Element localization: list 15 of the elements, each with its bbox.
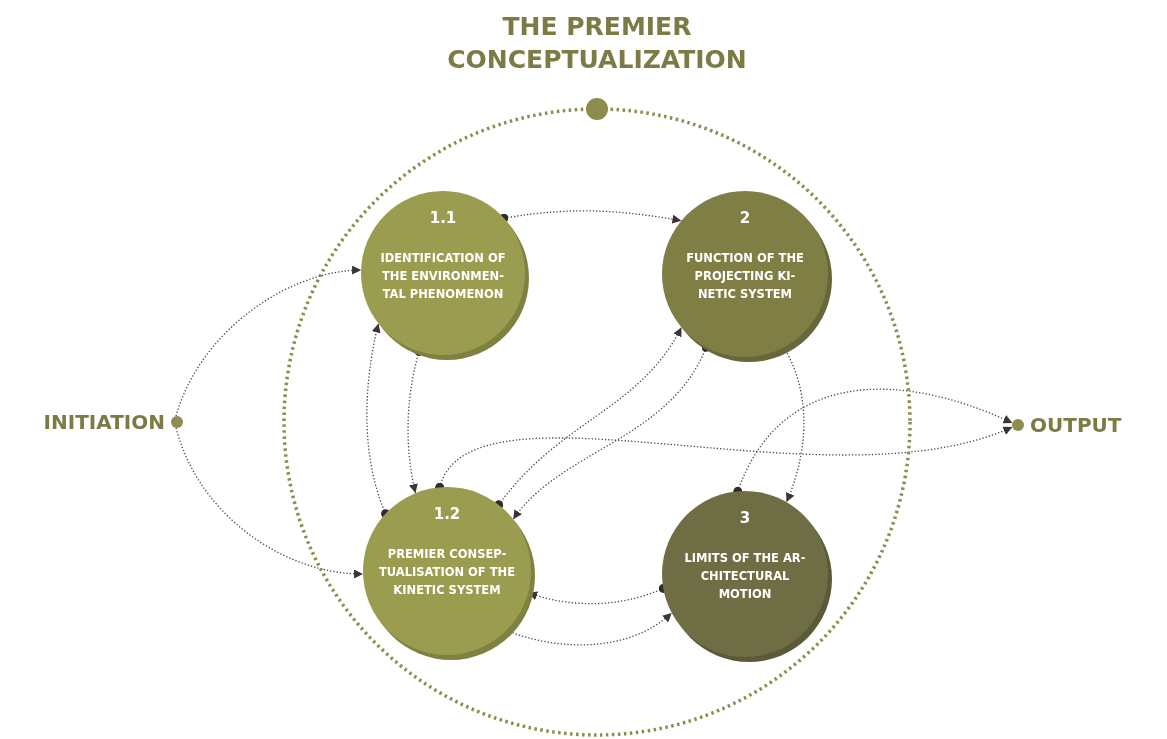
terminal-label: OUTPUT bbox=[1030, 412, 1122, 439]
step-label: LIMITS OF THE AR- CHITECTURAL MOTION bbox=[683, 550, 807, 603]
dotted-arrow bbox=[366, 322, 391, 519]
dotted-arrow bbox=[175, 266, 362, 417]
dotted-arrow bbox=[499, 210, 683, 224]
step-label: IDENTIFICATION OF THE ENVIRONMEN- TAL PHENOMENON bbox=[379, 250, 507, 303]
step-label: PREMIER CONSEP- TUALISATION OF THE KINETIC SYSTEM bbox=[378, 546, 516, 599]
ring-title: THE PREMIER CONCEPTUALIZATION bbox=[446, 11, 748, 76]
dotted-arrow bbox=[175, 427, 364, 578]
step-number: 1.2 bbox=[433, 505, 461, 523]
step-label: FUNCTION OF THE PROJECTING KI- NETIC SYSTEM bbox=[685, 250, 805, 303]
step-number: 3 bbox=[739, 509, 751, 527]
step-number: 2 bbox=[739, 209, 751, 227]
terminal-label: INITIATION bbox=[43, 409, 165, 436]
step-number: 1.1 bbox=[429, 209, 457, 227]
